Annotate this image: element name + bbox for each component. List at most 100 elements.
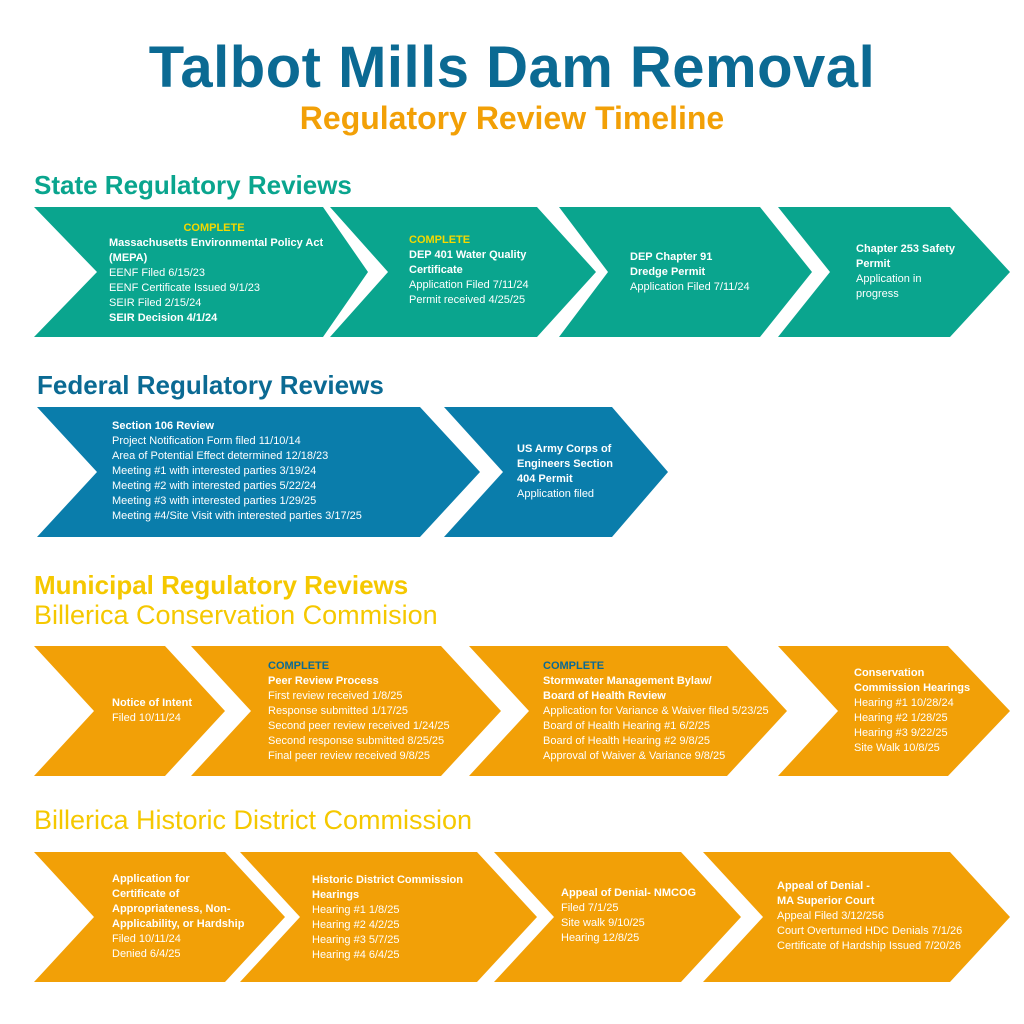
step-detail-line: Meeting #1 with interested parties 3/19/… <box>112 464 317 477</box>
step-header-line: (MEPA) <box>109 251 148 264</box>
step-header-line: Appeal of Denial- NMCOG <box>561 887 697 899</box>
step-header-line: US Army Corps of <box>517 443 612 455</box>
state-step-dep401: COMPLETE DEP 401 Water Quality Certifica… <box>409 225 579 315</box>
step-header-line: Appropriateness, Non- <box>112 903 231 915</box>
conservation-step-hearings: Conservation Commission Hearings Hearing… <box>854 664 984 758</box>
federal-step-section106: Section 106 Review Project Notification … <box>112 412 412 530</box>
step-detail-line: Project Notification Form filed 11/10/14 <box>112 434 301 447</box>
conservation-step-peer-review: COMPLETE Peer Review Process First revie… <box>268 654 468 768</box>
step-detail-line: Certificate of Hardship Issued 7/20/26 <box>777 939 962 952</box>
conservation-commission-heading: Billerica Conservation Commision <box>34 600 438 630</box>
complete-flag: COMPLETE <box>543 659 605 672</box>
step-detail-line: Filed 7/1/25 <box>561 902 619 914</box>
step-header-line: Application for <box>112 873 190 885</box>
step-header-line: Massachusetts Environmental Policy Act <box>109 236 324 249</box>
step-detail-line: Permit received 4/25/25 <box>409 293 526 306</box>
step-detail-line: Application Filed 7/11/24 <box>630 280 750 293</box>
historic-step-3-chevron <box>494 852 741 982</box>
step-detail-line: Hearing #2 1/28/25 <box>854 712 948 724</box>
complete-flag: COMPLETE <box>409 233 471 246</box>
historic-step-4-chevron <box>703 852 1010 982</box>
step-detail-line: Court Overturned HDC Denials 7/1/26 <box>777 924 963 937</box>
step-detail-line: First review received 1/8/25 <box>268 689 403 702</box>
conservation-step-noi: Notice of Intent Filed 10/11/24 <box>112 690 212 732</box>
step-detail-line: Meeting #2 with interested parties 5/22/… <box>112 479 317 492</box>
step-header-line: Hearings <box>312 889 360 901</box>
step-header-line: DEP Chapter 91 <box>630 250 713 263</box>
step-detail-line: Hearing #4 6/4/25 <box>312 949 400 961</box>
state-reviews-heading: State Regulatory Reviews <box>34 170 352 200</box>
state-step-2-chevron <box>330 207 596 337</box>
step-detail-line: Filed 10/11/24 <box>112 712 181 724</box>
step-header-line: Notice of Intent <box>112 697 193 709</box>
federal-step-usace404: US Army Corps of Engineers Section 404 P… <box>517 434 627 510</box>
step-detail-line: Hearing #1 10/28/24 <box>854 697 954 709</box>
step-detail-line: Response submitted 1/17/25 <box>268 704 409 717</box>
historic-step-1-chevron <box>34 852 285 982</box>
historic-step-appeal-nmcog: Appeal of Denial- NMCOG Filed 7/1/25 Sit… <box>561 884 711 948</box>
step-header-line: Conservation <box>854 667 925 679</box>
state-step-3-chevron <box>559 207 812 337</box>
step-detail-line: Hearing 12/8/25 <box>561 932 640 944</box>
step-header-line: 404 Permit <box>517 473 573 485</box>
step-detail-line: Approval of Waiver & Variance 9/8/25 <box>543 749 726 762</box>
step-detail-line: Second peer review received 1/24/25 <box>268 719 450 732</box>
step-detail-line: Meeting #3 with interested parties 1/29/… <box>112 494 317 507</box>
historic-step-appeal-superior-court: Appeal of Denial - MA Superior Court App… <box>777 876 987 956</box>
state-step-1-chevron <box>34 207 368 337</box>
complete-flag: COMPLETE <box>268 659 330 672</box>
conservation-step-2-chevron <box>191 646 501 776</box>
conservation-step-4-chevron <box>778 646 1010 776</box>
step-header-line: Appeal of Denial - <box>777 879 870 892</box>
step-detail-line: Site Walk 10/8/25 <box>854 742 940 754</box>
step-header-line: Chapter 253 Safety <box>856 243 956 255</box>
step-detail-line: Area of Potential Effect determined 12/1… <box>112 449 329 462</box>
step-detail-line: Application for Variance & Waiver filed … <box>543 704 769 717</box>
step-detail-line: Hearing #2 4/2/25 <box>312 919 400 931</box>
step-detail-line: Application in <box>856 273 922 285</box>
step-detail-line: Board of Health Hearing #2 9/8/25 <box>543 734 710 747</box>
step-detail-line: Hearing #3 5/7/25 <box>312 934 400 946</box>
historic-step-hdc-hearings: Historic District Commission Hearings He… <box>312 872 482 964</box>
historic-step-2-chevron <box>240 852 537 982</box>
step-detail-line: SEIR Filed 2/15/24 <box>109 296 202 309</box>
step-detail-line: Second response submitted 8/25/25 <box>268 734 445 747</box>
step-header-line: Stormwater Management Bylaw/ <box>543 674 712 687</box>
complete-flag: COMPLETE <box>183 221 245 234</box>
federal-reviews-heading: Federal Regulatory Reviews <box>37 370 384 400</box>
conservation-step-1-chevron <box>34 646 225 776</box>
conservation-step-stormwater: COMPLETE Stormwater Management Bylaw/ Bo… <box>543 654 783 768</box>
page-subtitle: Regulatory Review Timeline <box>299 100 725 136</box>
step-header-line: DEP 401 Water Quality <box>409 248 527 261</box>
step-header-line: MA Superior Court <box>777 894 875 907</box>
step-detail-line: Board of Health Hearing #1 6/2/25 <box>543 719 710 732</box>
step-detail-line: Hearing #3 9/22/25 <box>854 727 948 739</box>
step-header-line: Certificate <box>409 263 463 276</box>
state-step-4-chevron <box>778 207 1010 337</box>
step-detail-line: EENF Filed 6/15/23 <box>109 266 205 279</box>
step-detail-line: Appeal Filed 3/12/256 <box>777 909 885 922</box>
step-header-line: Permit <box>856 258 891 270</box>
federal-step-1-chevron <box>37 407 480 537</box>
step-header-line: Engineers Section <box>517 458 613 470</box>
historic-step-application: Application for Certificate of Appropria… <box>112 868 252 966</box>
step-header-line: Commission Hearings <box>854 682 971 694</box>
page-title: Talbot Mills Dam Removal <box>148 35 876 100</box>
conservation-step-3-chevron <box>469 646 787 776</box>
step-header-line: Section 106 Review <box>112 419 215 432</box>
step-detail-line: SEIR Decision 4/1/24 <box>109 311 218 324</box>
step-header-line: Dredge Permit <box>630 265 706 278</box>
step-detail-line: Meeting #4/Site Visit with interested pa… <box>112 509 362 522</box>
step-detail-line: Application filed <box>517 488 595 500</box>
step-detail-line: progress <box>856 288 899 300</box>
step-header-line: Historic District Commission <box>312 874 463 886</box>
municipal-reviews-heading: Municipal Regulatory Reviews <box>34 570 409 600</box>
state-step-chapter253: Chapter 253 Safety Permit Application in… <box>856 234 976 310</box>
step-detail-line: Denied 6/4/25 <box>112 948 181 960</box>
step-detail-line: EENF Certificate Issued 9/1/23 <box>109 281 261 294</box>
federal-step-2-chevron <box>444 407 668 537</box>
step-detail-line: Site walk 9/10/25 <box>561 917 645 929</box>
step-header-line: Applicability, or Hardship <box>112 918 245 930</box>
step-header-line: Board of Health Review <box>543 689 666 702</box>
